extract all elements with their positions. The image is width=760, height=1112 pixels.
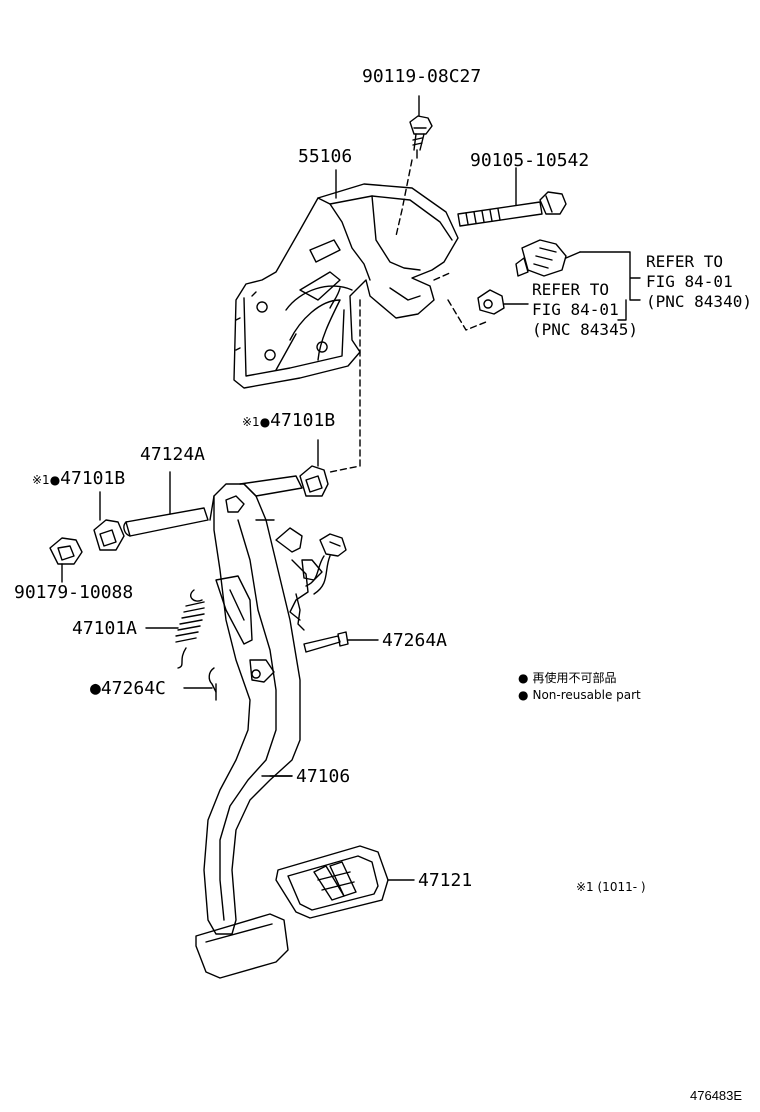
dashed-guide-bolt	[396, 160, 412, 236]
label-47106: 47106	[296, 766, 351, 787]
dashed-guide-right	[434, 272, 486, 330]
ref-bracket-a	[580, 252, 640, 300]
label-90119-08c27: 90119-08C27	[362, 66, 482, 87]
label-47101a: 47101A	[72, 618, 138, 639]
dashed-guide-vertical	[330, 300, 360, 472]
label-47124a: 47124A	[140, 444, 206, 465]
legend: ●再使用不可部品 ●Non-reusable part	[518, 670, 641, 704]
nut-90179-10088	[50, 538, 82, 582]
label-47264c: ●47264C	[90, 680, 166, 698]
label-55106: 55106	[298, 146, 353, 167]
label-text: 47101B	[270, 410, 336, 431]
label-prefix: ※1●	[32, 473, 61, 487]
bracket-55106	[234, 170, 458, 388]
label-text: 47101B	[60, 468, 126, 489]
bolt-90119-08c27	[410, 96, 432, 158]
pin-47264a	[304, 632, 378, 652]
pedal-arm-47106	[204, 476, 322, 934]
ref-line: REFER TO	[532, 280, 610, 299]
legend-text-en: Non-reusable part	[532, 688, 641, 702]
footnote-1: ※1 (1011- )	[576, 880, 646, 894]
pedal-pad-base	[196, 914, 288, 978]
label-prefix: ●	[90, 678, 101, 699]
clip-47264c	[184, 668, 216, 700]
ref-line: REFER TO	[646, 252, 724, 271]
stop-switch-84340	[516, 240, 580, 276]
spring-47101a	[146, 590, 204, 668]
label-47101b-lower: ※1●47101B	[32, 470, 125, 488]
ref-line: FIG 84-01	[646, 272, 733, 291]
label-prefix: ※1●	[242, 415, 271, 429]
label-47264a: 47264A	[382, 630, 448, 651]
legend-text-jp: 再使用不可部品	[532, 671, 617, 685]
bushing-47101b-upper	[300, 440, 328, 496]
label-90179-10088: 90179-10088	[14, 582, 134, 603]
ref-bracket-b	[618, 300, 626, 320]
label-90105-10542: 90105-10542	[470, 150, 590, 171]
figure-number: 476483E	[690, 1088, 743, 1103]
ref-line: (PNC 84340)	[646, 292, 752, 311]
label-text: 47264C	[100, 678, 166, 699]
wire-harness	[296, 534, 346, 630]
legend-row-en: ●Non-reusable part	[518, 687, 641, 704]
refer-to-block-84340: REFER TO FIG 84-01 (PNC 84340)	[646, 252, 752, 312]
cushion-84345	[478, 290, 528, 314]
label-47121: 47121	[418, 870, 473, 891]
pedal-pad-47121	[276, 846, 414, 918]
bolt-90105-10542	[458, 168, 566, 226]
refer-to-block-84345: REFER TO FIG 84-01 (PNC 84345)	[532, 280, 638, 340]
legend-row-jp: ●再使用不可部品	[518, 670, 641, 687]
bushing-47101b-lower	[94, 492, 124, 550]
bullet-icon: ●	[518, 688, 529, 702]
label-47101b-upper: ※1●47101B	[242, 412, 335, 430]
ref-line: FIG 84-01	[532, 300, 619, 319]
collar-47124a	[124, 472, 208, 536]
bullet-icon: ●	[518, 671, 529, 685]
ref-line: (PNC 84345)	[532, 320, 638, 339]
